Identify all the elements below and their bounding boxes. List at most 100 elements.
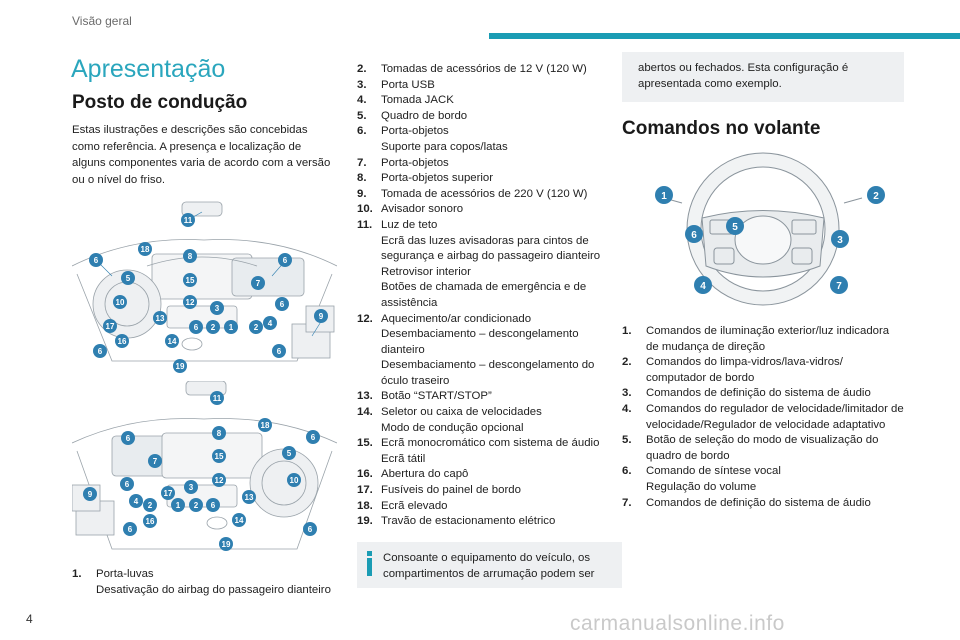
item-text: Porta-objetos: [381, 156, 449, 169]
page-title: Apresentação: [71, 55, 226, 83]
item-text: Comandos do limpa-vidros/lava-vidros/ co…: [646, 356, 843, 384]
item-number: 1.: [622, 325, 632, 337]
callout: 6: [280, 300, 285, 309]
item-text: Seletor ou caixa de velocidades: [381, 406, 542, 419]
item-text: Comandos do regulador de velocidade/limi…: [646, 402, 904, 431]
column-left: Posto de condução Estas ilustrações e de…: [71, 92, 338, 598]
callout: 1: [229, 323, 234, 332]
callout: 9: [88, 490, 93, 499]
list-item: 3. Comandos de definição do sistema de áu…: [622, 386, 904, 402]
callout: 2: [148, 501, 153, 510]
item-number: 3.: [622, 387, 632, 400]
info-icon: [367, 550, 372, 577]
item-number: 9.: [357, 187, 367, 200]
callout: 1: [661, 191, 667, 202]
list-item: 7.Comandos de definição do sistema de áu…: [622, 496, 904, 512]
callout: 6: [126, 434, 131, 443]
item-number: 5.: [622, 434, 632, 447]
item-text: Fusíveis do painel de bordo: [381, 484, 521, 497]
item-text: Suporte para copos/latas: [381, 140, 508, 153]
item-text: Tomadas de acessórios de 12 V (120 W): [381, 63, 587, 75]
callout: 1: [176, 501, 181, 510]
item-text: Botão “START/STOP”: [381, 390, 492, 403]
header-accent-bar: [489, 33, 960, 39]
item-text: Botão de seleção do modo de visualização…: [646, 434, 879, 462]
callout: 5: [287, 449, 292, 458]
callout: 16: [146, 517, 155, 526]
callout: 19: [222, 540, 231, 549]
volante-heading: Comandos no volante: [622, 118, 821, 139]
item-number: 6.: [622, 465, 632, 478]
item-number: 12.: [357, 312, 373, 325]
callout: 4: [268, 319, 273, 328]
item-text: Avisador sonoro: [381, 203, 464, 216]
callout: 4: [700, 281, 706, 292]
info-note-text-part1: Consoante o equipamento do veículo, os c…: [383, 551, 595, 580]
item-text: Ecrã monocromático com sistema de áudio: [381, 437, 600, 450]
item-text: Porta USB: [381, 78, 435, 91]
callout: 13: [245, 493, 254, 502]
callout: 12: [186, 298, 195, 307]
callout: 17: [106, 322, 115, 331]
item-text: Comandos de definição do sistema de áudi…: [646, 387, 871, 400]
list-item: 2.Comandos do limpa-vidros/lava-vidros/ …: [622, 355, 904, 386]
page-number: 4: [26, 612, 33, 626]
dashboard-illustration-bottom: 11 18 8 6 6 5 15 7 10 12 3 6 9 13 6 2 1 …: [71, 380, 338, 561]
item-text: Quadro de bordo: [381, 109, 468, 122]
item-number: 6.: [357, 125, 367, 138]
list-item: 8.Porta-objetos superior: [357, 171, 622, 187]
item-text: Porta-objetos: [381, 125, 449, 138]
item-number: 7.: [357, 156, 367, 169]
item-number: 19.: [357, 515, 373, 528]
callout: 13: [156, 314, 165, 323]
callout: 7: [153, 457, 158, 466]
dashboard-legend: 2.Tomadas de acessórios de 12 V (120 W)3…: [357, 62, 622, 530]
callout: 6: [691, 230, 697, 241]
item-number: 16.: [357, 468, 373, 481]
section-header: Visão geral: [72, 14, 132, 28]
callout: 8: [217, 429, 222, 438]
list-item: 10.Avisador sonoro: [357, 202, 622, 218]
list-item: 2.Tomadas de acessórios de 12 V (120 W): [357, 62, 622, 78]
callout: 8: [188, 252, 193, 261]
item-text: Abertura do capô: [381, 468, 469, 481]
item-text: Aquecimento/ar condicionado: [381, 312, 532, 325]
item-text: Comandos de iluminação exterior/luz indi…: [646, 325, 890, 353]
watermark: carmanualsonline.info: [570, 612, 785, 635]
callout: 3: [189, 483, 194, 492]
item-text: Regulação do volume: [646, 480, 757, 493]
item-number: 13.: [357, 390, 373, 403]
callout: 2: [873, 191, 879, 202]
item-text: Ecrã elevado: [381, 499, 448, 512]
callout: 11: [213, 394, 222, 403]
callout: 12: [215, 476, 224, 485]
callout: 17: [164, 489, 173, 498]
item-text: Desembaciamento – descongelamento do ócu…: [381, 359, 595, 387]
callout: 9: [319, 312, 324, 321]
dashboard-drawing-bottom: 11 18 8 6 6 5 15 7 10 12 3 6 9 13 6 2 1 …: [71, 380, 338, 551]
column-right: abertos ou fechados. Esta configuração é…: [622, 52, 904, 511]
item-number: 5.: [357, 109, 367, 122]
callout: 6: [98, 347, 103, 356]
callout: 15: [186, 276, 195, 285]
callout: 6: [308, 525, 313, 534]
callout: 6: [283, 256, 288, 265]
callout: 2: [254, 323, 259, 332]
callout: 4: [134, 497, 139, 506]
posto-heading: Posto de condução: [72, 92, 248, 113]
callout: 14: [235, 516, 244, 525]
item-text: Luz de teto: [381, 218, 438, 231]
dashboard-drawing-top: 11 18 8 6 6 5 15 7 10 12 3 6 9 13 6 2 1 …: [71, 201, 338, 373]
callout: 15: [215, 452, 224, 461]
list-item: 9.Tomada de acessórios de 220 V (120 W): [357, 187, 622, 203]
callout: 6: [311, 433, 316, 442]
item-number: 15.: [357, 437, 373, 450]
callout: 11: [184, 216, 193, 225]
item-number: 11.: [357, 218, 373, 231]
steering-wheel-illustration: 1 2 5 6 3 4 7: [622, 148, 904, 310]
item-text: Retrovisor interior: [381, 265, 471, 278]
info-note-continued: abertos ou fechados. Esta configuração é…: [622, 52, 904, 102]
steering-legend: 1. Comandos de iluminação exterior/luz in…: [622, 324, 904, 511]
